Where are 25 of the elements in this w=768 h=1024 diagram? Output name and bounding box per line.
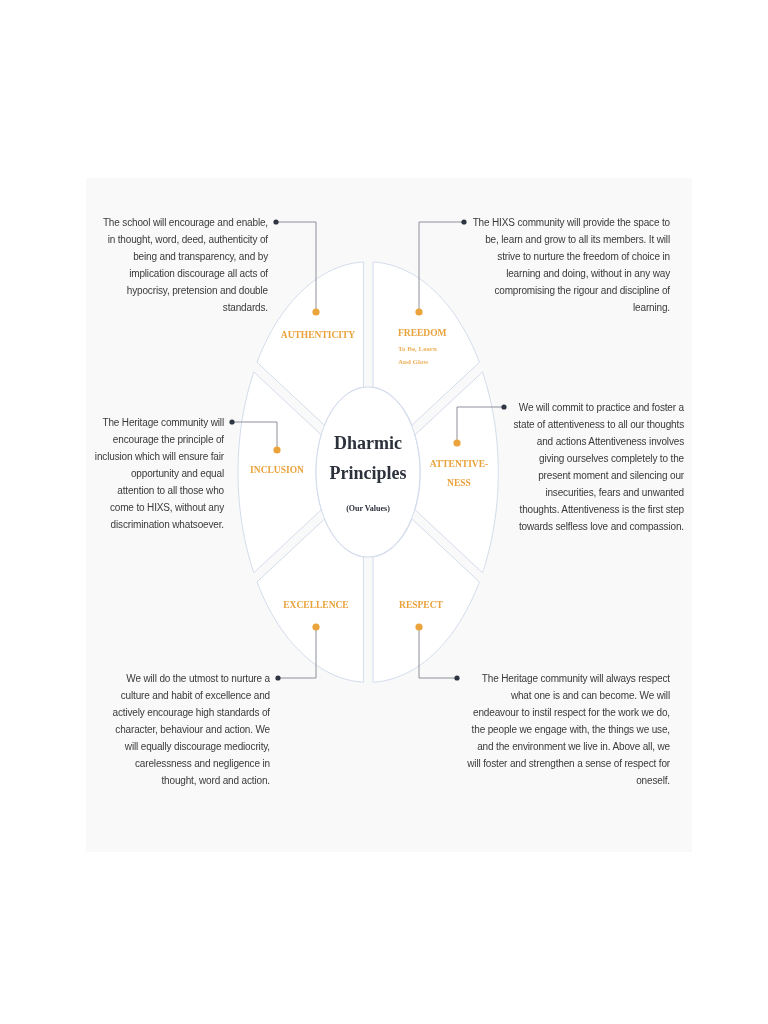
leader-line <box>275 623 320 681</box>
leader-line <box>415 219 467 316</box>
wheel-segment <box>371 261 480 427</box>
segment-label: RESPECT <box>399 599 443 612</box>
segment-label: FREEDOM <box>398 327 447 340</box>
description-text: The Heritage community will encourage the principle of inclusion which will ensure fair opportunity and equal attention to all those who come to HIXS, without any discrimination whatsoever. <box>94 413 224 533</box>
description-text: The Heritage community will always respect what one is and can become. We will endeavour to instil respect for the work we do, the people we engage with, the things we use, and the environment we live in. Above all, we will foster and strengthen a sense of respect for oneself. <box>465 669 670 789</box>
segment-label: ATTENTIVE- NESS <box>429 458 489 491</box>
wheel-segment <box>237 370 323 574</box>
leader-line <box>273 219 320 316</box>
wheel-segment <box>413 370 499 574</box>
description-text: We will do the utmost to nurture a culture and habit of excellence and actively encourage high standards of character, behaviour and action. We will equally discourage mediocrity, carelessness and negligence in thought, word and action. <box>102 669 270 789</box>
center-subtitle: (Our Values) <box>346 503 390 514</box>
leader-line <box>229 419 281 454</box>
leader-line <box>415 623 460 681</box>
description-text: The school will encourage and enable, in thought, word, deed, authenticity of being and transparency, and by implication discourage all acts of hypocrisy, pretension and double standards. <box>96 213 268 316</box>
segment-label: EXCELLENCE <box>283 599 349 612</box>
description-text: We will commit to practice and foster a state of attentiveness to all our thoughts and actions Attentiveness involves giving ourselves completely to the present moment and silencing our insecurities, fears and unwanted thoughts. Attentiveness is the first step towards selfless love and compassion. <box>512 398 684 535</box>
segment-label: AUTHENTICITY <box>280 329 356 342</box>
description-text: The HIXS community will provide the space to be, learn and grow to all its members. It will strive to nurture the freedom of choice in learning and doing, without in any way compromising the rigour and discipline of learning. <box>472 213 670 316</box>
wheel-segment <box>371 517 480 683</box>
leader-line <box>453 404 507 447</box>
center-circle <box>315 386 421 558</box>
center-title: Dharmic Principles <box>328 432 408 485</box>
segment-label: INCLUSION <box>250 464 304 477</box>
